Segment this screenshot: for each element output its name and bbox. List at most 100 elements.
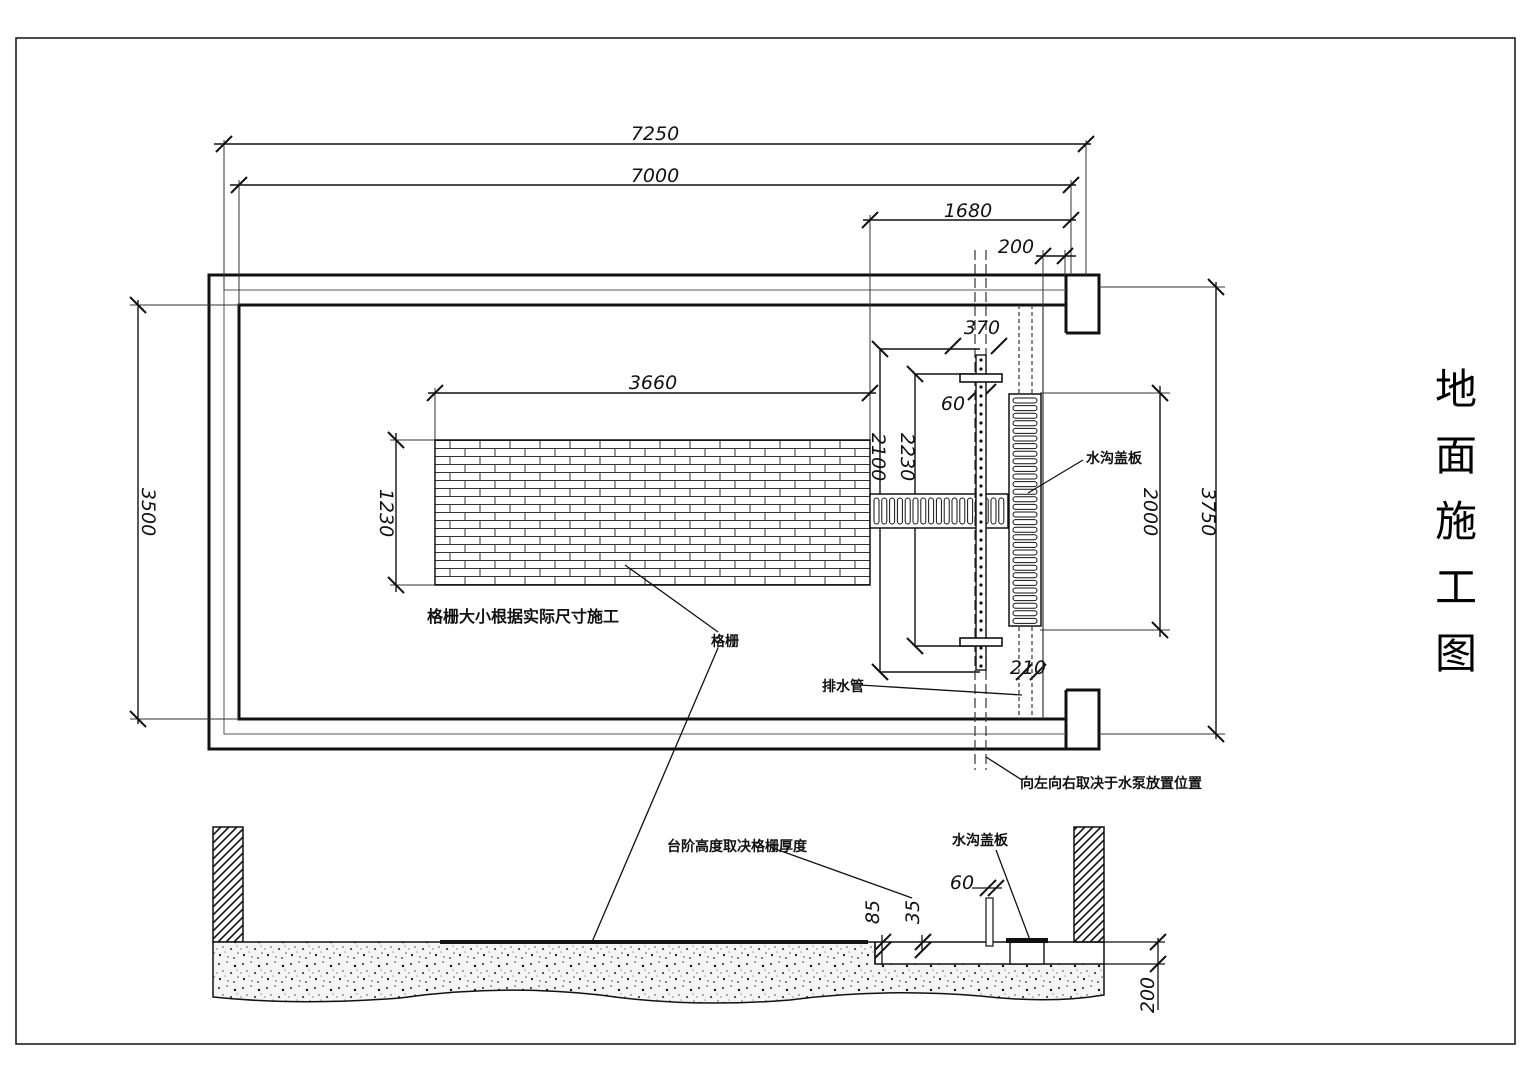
pipe-dot xyxy=(979,565,983,569)
cover-slot xyxy=(1012,465,1038,472)
pipe-dot xyxy=(979,574,983,578)
section-drain-cover-label: 水沟盖板 xyxy=(952,832,1009,849)
dimension-ticks xyxy=(129,135,1225,743)
platform-height-note: 台阶高度取决格栅厚度 xyxy=(667,838,808,855)
cover-slot xyxy=(1012,579,1038,586)
pipe-dot xyxy=(979,430,983,434)
pipe-dot xyxy=(979,457,983,461)
cover-slot xyxy=(1012,572,1038,579)
pipe-dot xyxy=(979,646,983,650)
dim-60-section: 60 xyxy=(950,872,974,894)
pipe-dot xyxy=(979,511,983,515)
dim-370: 370 xyxy=(964,317,1000,339)
cover-slot xyxy=(1012,610,1038,617)
pipe-dot xyxy=(979,538,983,542)
outer-wall-outline xyxy=(207,273,1101,751)
pipe-dot xyxy=(979,655,983,659)
pipe-dot xyxy=(979,448,983,452)
section-leader-lines xyxy=(769,846,1031,941)
drain-slot xyxy=(928,497,935,525)
pipe-dot xyxy=(979,628,983,632)
drain-pipe-label: 排水管 xyxy=(822,678,864,695)
cover-slot xyxy=(1012,526,1038,533)
cover-slot xyxy=(1012,496,1038,503)
drain-slot xyxy=(889,497,896,525)
pipe-dot xyxy=(979,367,983,371)
pipe-dot xyxy=(979,502,983,506)
drain-slot xyxy=(951,497,958,525)
dim-200-top: 200 xyxy=(998,236,1034,258)
drain-slot xyxy=(943,497,950,525)
dim-3500: 3500 xyxy=(137,488,159,536)
grille-size-note: 格栅大小根据实际尺寸施工 xyxy=(427,607,619,626)
section-left-wall xyxy=(212,826,244,943)
drain-slot xyxy=(904,497,911,525)
title-char: 施 xyxy=(1435,497,1477,546)
pipe-dot xyxy=(979,403,983,407)
pipe-dot xyxy=(979,610,983,614)
dim-3660: 3660 xyxy=(629,372,677,394)
drain-slot xyxy=(873,497,880,525)
drain-slot xyxy=(959,497,966,525)
pipe-dot xyxy=(979,520,983,524)
pipe-dot xyxy=(979,493,983,497)
cover-slot xyxy=(1012,541,1038,548)
cover-slot xyxy=(1012,481,1038,488)
concrete-slab xyxy=(212,941,1105,1004)
cover-slot xyxy=(1012,511,1038,518)
dim-2230: 2230 xyxy=(896,433,918,481)
pipe-dot xyxy=(979,556,983,560)
cover-slot xyxy=(1012,564,1038,571)
drain-slot xyxy=(912,497,919,525)
title-char: 工 xyxy=(1435,563,1477,612)
section-dimension-ticks xyxy=(874,879,1167,973)
drain-cover-label: 水沟盖板 xyxy=(1086,450,1143,467)
section-grille xyxy=(440,940,868,944)
cover-slot xyxy=(1012,503,1038,510)
drain-slot xyxy=(990,497,997,525)
pipe-dot xyxy=(979,601,983,605)
wall-centerline-left xyxy=(223,290,1066,735)
drain-slot xyxy=(920,497,927,525)
pipe-dot xyxy=(979,439,983,443)
pipe-dot xyxy=(979,394,983,398)
dim-200-section: 200 xyxy=(1137,977,1159,1013)
cover-slot xyxy=(1012,595,1038,602)
cover-slot xyxy=(1012,412,1038,419)
cover-slot xyxy=(1012,587,1038,594)
pipe-dot xyxy=(979,583,983,587)
cover-slot xyxy=(1012,557,1038,564)
dim-1680: 1680 xyxy=(944,200,992,222)
grille-area xyxy=(434,439,871,586)
title-char: 面 xyxy=(1435,431,1477,480)
pipe-dot xyxy=(979,484,983,488)
extension-lines xyxy=(130,140,1225,735)
dim-7000: 7000 xyxy=(631,165,679,187)
section-drain-channel xyxy=(1009,941,1045,965)
drain-slot xyxy=(881,497,888,525)
cover-slot xyxy=(1012,602,1038,609)
title-char: 地 xyxy=(1435,365,1477,414)
dimension-lines xyxy=(137,143,1217,739)
title-char: 图 xyxy=(1435,629,1477,678)
section-drain-cover xyxy=(1006,938,1048,943)
section-view: 85 35 60 200 台阶高度取决格栅厚度 水沟盖板 xyxy=(212,826,1167,1013)
drain-position-note: 向左向右取决于水泵放置位置 xyxy=(1020,775,1202,792)
pipe-dot xyxy=(979,358,983,362)
dim-1230: 1230 xyxy=(375,489,397,537)
grille-label: 格栅 xyxy=(711,633,739,650)
cover-slot xyxy=(1012,397,1038,404)
cover-slot xyxy=(1012,405,1038,412)
cover-slot xyxy=(1012,443,1038,450)
pipe-dot xyxy=(979,421,983,425)
pipe-dot xyxy=(979,412,983,416)
cover-slot xyxy=(1012,617,1038,624)
cover-slot xyxy=(1012,473,1038,480)
pipe-dot xyxy=(979,592,983,596)
pipe-markings xyxy=(979,358,983,668)
drain-slot xyxy=(935,497,942,525)
drain-slot xyxy=(967,497,974,525)
cover-slot xyxy=(1012,420,1038,427)
